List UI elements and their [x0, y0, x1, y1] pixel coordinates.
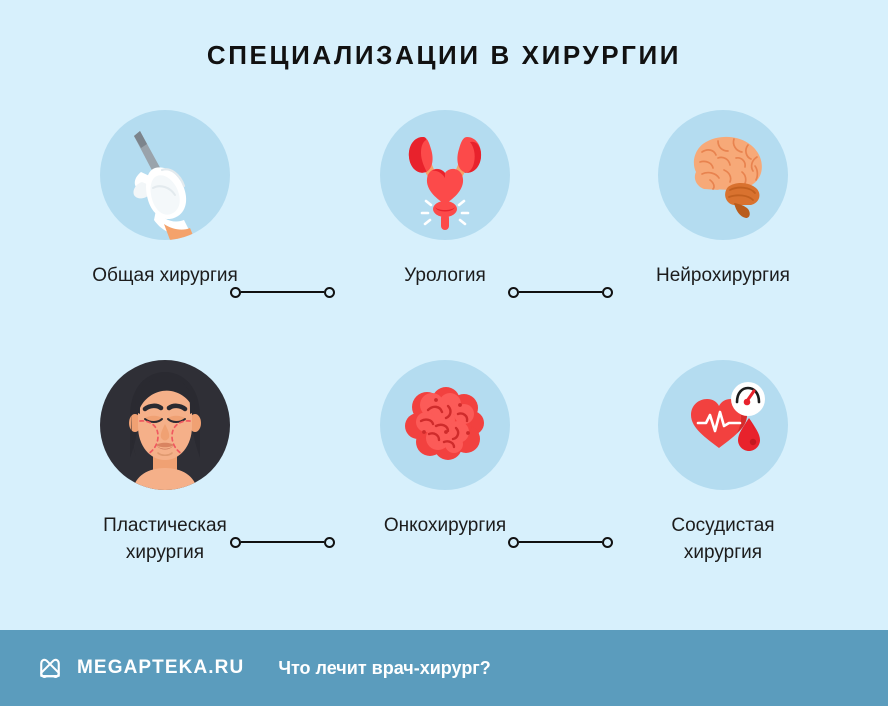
gloved-hand-with-scalpel-icon [133, 131, 195, 240]
connector-dot-right [324, 286, 335, 298]
specialty-icon-circle [658, 110, 788, 240]
specialty-label: Сосудистая хирургия [671, 515, 775, 563]
connector-dot-left [508, 536, 519, 548]
connector-line [519, 540, 602, 544]
footer-bar: MEGAPTEKA.RU Что лечит врач-хирург? [0, 630, 888, 706]
specialty-label: Общая хирургия [92, 265, 238, 286]
connector-dot-right [324, 536, 335, 548]
specialty-icon-circle [658, 360, 788, 490]
kidneys-and-bladder-icon [408, 137, 482, 230]
specialty-card-urology[interactable]: Урология [330, 110, 560, 289]
specialty-label: Урология [404, 265, 486, 286]
female-face-with-incision-lines-icon [129, 372, 201, 490]
connector-dot-right [602, 286, 613, 298]
footer-tagline[interactable]: Что лечит врач-хирург? [278, 657, 491, 678]
specialty-card-neurosurgery[interactable]: Нейрохирургия [608, 110, 838, 289]
specialty-label: Пластическая хирургия [103, 515, 227, 563]
specialty-label: Онкохирургия [383, 515, 507, 536]
connector-general-to-urology [230, 285, 335, 299]
brain-icon [693, 136, 762, 218]
connector-dot-left [508, 286, 519, 298]
page-title: СПЕЦИАЛИЗАЦИИ В ХИРУРГИИ [206, 40, 682, 70]
connector-oncology-to-vascular [508, 535, 613, 549]
tumor-cells-icon [405, 387, 484, 460]
connector-line [519, 290, 602, 294]
footer-brand-name[interactable]: MEGAPTEKA.RU [77, 657, 245, 678]
specialties-row-1: Общая хирургия [0, 110, 888, 360]
specialties-row-2: Пластическая хирургия [0, 360, 888, 610]
connector-dot-left [230, 536, 241, 548]
specialty-icon-circle [100, 110, 230, 240]
specialty-card-plastic-surgery[interactable]: Пластическая хирургия [50, 360, 280, 566]
specialty-card-oncosurgery[interactable]: Онкохирургия [330, 360, 560, 539]
megapteka-m-logo-icon[interactable] [36, 654, 64, 682]
connector-dot-right [602, 536, 613, 548]
specialty-icon-circle [380, 360, 510, 490]
connector-dot-left [230, 286, 241, 298]
connector-plastic-to-oncology [230, 535, 335, 549]
specialty-icon-circle [380, 110, 510, 240]
specialties-grid: Общая хирургия [0, 110, 888, 610]
specialty-card-vascular-surgery[interactable]: Сосудистая хирургия [608, 360, 838, 566]
connector-urology-to-neurosurgery [508, 285, 613, 299]
heart-with-pressure-gauge-and-blood-drop-icon [691, 382, 765, 451]
connector-line [241, 540, 324, 544]
connector-line [241, 290, 324, 294]
specialty-icon-circle [100, 360, 230, 490]
specialty-label: Нейрохирургия [656, 265, 790, 286]
specialty-card-general-surgery[interactable]: Общая хирургия [50, 110, 280, 289]
